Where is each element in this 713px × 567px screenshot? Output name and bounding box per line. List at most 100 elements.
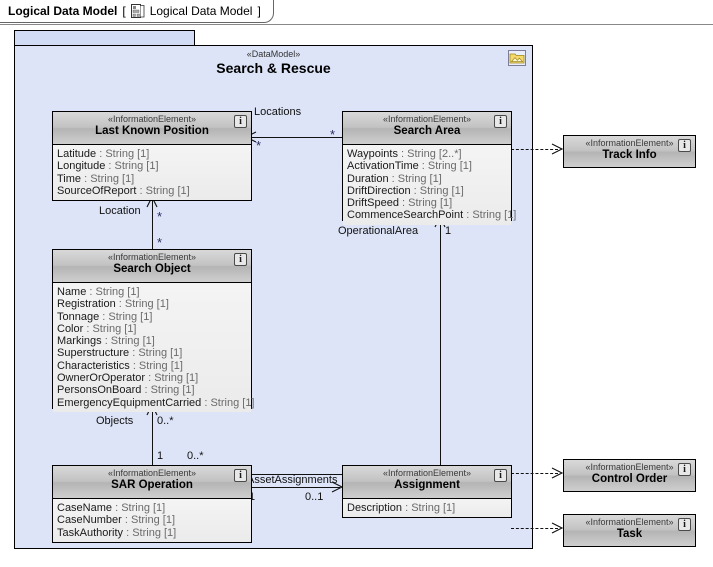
attribute-name: Name (57, 286, 87, 298)
attribute-name: Color (57, 322, 84, 335)
class-stereotype: «InformationElement» (107, 114, 197, 124)
class-stereotype: «InformationElement» (585, 138, 674, 148)
class-stereotype: «InformationElement» (107, 252, 197, 262)
attribute-row: EmergencyEquipmentCarried : String [1] (57, 397, 255, 409)
attribute-type: : String [1] (405, 502, 456, 514)
attribute-row: TaskAuthority : String [1] (57, 527, 251, 539)
attribute-type: : String [1] (421, 160, 472, 173)
attribute-name: DriftDirection (347, 184, 411, 197)
attribute-name: DriftSpeed (347, 197, 399, 210)
info-badge-icon[interactable]: i (234, 115, 247, 128)
class-name: Control Order (591, 473, 668, 485)
class-search-area[interactable]: «InformationElement» Search Area i Waypo… (342, 111, 516, 225)
attribute-name: TaskAuthority (57, 526, 124, 539)
assoc-operational-area-line-vertical (440, 221, 441, 474)
attribute-type: : String [1] (144, 384, 195, 397)
class-name: SAR Operation (111, 479, 193, 491)
class-attributes: Waypoints : String [2..*] ActivationTime… (343, 145, 516, 225)
attribute-row: Characteristics : String [1] (57, 360, 251, 372)
diagram-canvas[interactable]: «DataModel» Search & Rescue Locations * … (0, 24, 713, 567)
class-name: Task (616, 528, 643, 540)
dependency-track-info-line (511, 149, 558, 150)
attribute-row: Time : String [1] (57, 173, 251, 185)
attribute-row: Color : String [1] (57, 323, 251, 335)
attribute-name: SourceOfReport (57, 184, 137, 197)
attribute-name: Tonnage (57, 310, 100, 323)
info-badge-icon[interactable]: i (678, 463, 691, 476)
tab-open-bracket: [ (122, 4, 126, 18)
class-name: Search Area (393, 125, 461, 137)
attribute-name: ActivationTime (347, 160, 419, 173)
assoc-locations-line (252, 137, 342, 138)
attribute-name: Longitude (57, 160, 106, 173)
attribute-name: CaseName (57, 502, 113, 514)
class-stereotype: «InformationElement» (382, 468, 472, 478)
attribute-row: CaseName : String [1] (57, 502, 251, 514)
class-stereotype: «InformationElement» (585, 462, 674, 472)
attribute-type: : String [1] (402, 197, 453, 210)
attribute-name: Waypoints (347, 148, 398, 160)
class-task[interactable]: «InformationElement» Task i (563, 514, 696, 547)
class-last-known-position[interactable]: «InformationElement» Last Known Position… (52, 111, 252, 201)
assoc-operational-area-source-mult: 1 (445, 225, 452, 237)
assoc-objects-line (152, 409, 153, 500)
diagram-tab-bar: Logical Data Model [ Logical Data Model … (0, 0, 713, 24)
attribute-type: : String [1] (102, 310, 153, 323)
assoc-location-label: Location (99, 205, 141, 217)
attribute-name: OwnerOrOperator (57, 372, 146, 385)
attribute-row: ActivationTime : String [1] (347, 160, 511, 172)
assoc-locations-source-mult: * (330, 127, 336, 142)
info-badge-icon[interactable]: i (678, 518, 691, 531)
class-stereotype: «InformationElement» (382, 114, 472, 124)
attribute-type: : String [1] (124, 514, 176, 527)
attribute-row: Markings : String [1] (57, 335, 251, 347)
class-track-info[interactable]: «InformationElement» Track Info i (563, 135, 696, 168)
attribute-row: Name : String [1] (57, 286, 251, 298)
attribute-name: Latitude (57, 148, 97, 160)
class-name: Last Known Position (95, 125, 209, 137)
attribute-name: Time (57, 172, 82, 185)
attribute-type: : String [1] (466, 209, 517, 222)
class-assignment[interactable]: «InformationElement» Assignment i Descri… (342, 465, 512, 518)
tab-close-bracket: ] (257, 4, 261, 18)
class-header: «InformationElement» Assignment i (343, 466, 511, 499)
attribute-row: Duration : String [1] (347, 173, 511, 185)
assoc-operational-area-label: OperationalArea (338, 225, 419, 237)
attribute-row: DriftSpeed : String [1] (347, 197, 511, 209)
attribute-type: : String [1] (86, 322, 137, 335)
attribute-type: : String [1] (132, 347, 183, 360)
package-stereotype: «DataModel» (246, 49, 301, 59)
attribute-row: OwnerOrOperator : String [1] (57, 372, 251, 384)
attribute-type: : String [1] (84, 172, 135, 185)
assoc-asset-assignments-source-mult: 1 (249, 491, 256, 503)
attribute-type: : String [1] (115, 502, 166, 514)
assoc-objects-source-mult: 0..* (157, 415, 174, 427)
package-tab (14, 30, 195, 46)
info-badge-icon[interactable]: i (234, 253, 247, 266)
assoc-location-target-mult: * (157, 235, 163, 250)
class-search-object[interactable]: «InformationElement» Search Object i Nam… (52, 249, 255, 412)
diagram-tab[interactable]: Logical Data Model [ Logical Data Model … (0, 0, 274, 23)
class-header: «InformationElement» Track Info i (564, 136, 695, 167)
attribute-row: CommenceSearchPoint : String [1] (347, 209, 516, 222)
assoc-operational-area-target-mult: 0..* (187, 450, 204, 462)
info-badge-icon[interactable]: i (494, 115, 507, 128)
info-badge-icon[interactable]: i (234, 469, 247, 482)
info-badge-icon[interactable]: i (494, 469, 507, 482)
diagram-icon (130, 3, 145, 19)
attribute-row: Superstructure : String [1] (57, 347, 251, 359)
info-badge-icon[interactable]: i (678, 139, 691, 152)
attribute-type: : String [1] (104, 335, 155, 348)
diagram-tab-subtitle: Logical Data Model (149, 4, 253, 18)
class-stereotype: «InformationElement» (585, 517, 674, 527)
assoc-asset-assignments-line (247, 487, 340, 488)
class-control-order[interactable]: «InformationElement» Control Order i (563, 459, 696, 492)
assoc-operational-area-line-horizontal (183, 474, 441, 475)
assoc-locations-target-mult: * (256, 138, 262, 153)
attribute-row: PersonsOnBoard : String [1] (57, 384, 251, 396)
attribute-name: CommenceSearchPoint (347, 209, 464, 222)
class-sar-operation[interactable]: «InformationElement» SAR Operation i Cas… (52, 465, 252, 543)
class-name: Search Object (113, 263, 191, 275)
attribute-row: SourceOfReport : String [1] (57, 185, 251, 197)
